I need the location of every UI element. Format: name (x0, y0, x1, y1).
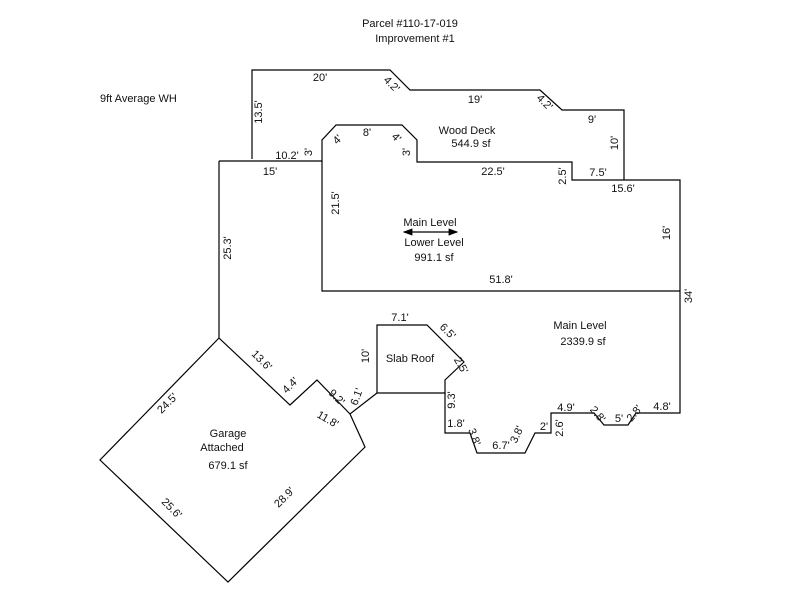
dim-label: 10' (360, 349, 372, 363)
dim-label: 19' (468, 94, 482, 106)
dim-label: 21.5' (330, 191, 342, 215)
dim-label: 51.8' (489, 274, 513, 286)
dim-label: 3.8' (508, 424, 526, 445)
main-level-upper-label: Main Level (403, 217, 456, 229)
lower-level-outline (321, 161, 680, 292)
dim-label: 5' (615, 413, 623, 425)
dim-label: 9' (588, 114, 596, 126)
lower-level-label: Lower Level (404, 237, 463, 249)
dim-label: 4' (389, 131, 403, 145)
deck-notch-outline (252, 124, 624, 181)
dim-label: 16' (661, 226, 673, 240)
dim-label: 3' (401, 148, 413, 156)
dim-label: 2.8' (587, 404, 607, 425)
dim-label: 10.2' (275, 150, 299, 162)
dim-label: 2.8' (625, 403, 645, 424)
dim-label: 25.3' (222, 236, 234, 260)
parcel-title: Parcel #110-17-019 (362, 18, 458, 30)
dim-label: 4.4' (280, 375, 301, 396)
wood-deck-label: Wood Deck (439, 125, 496, 137)
dim-label: 15' (263, 166, 277, 178)
dim-label: 2' (540, 421, 548, 433)
dim-label: 9.2' (326, 387, 347, 408)
dim-label: 20' (313, 72, 327, 84)
dim-label: 1.8' (447, 418, 464, 430)
wood-deck-area: 544.9 sf (451, 138, 491, 150)
dim-label: 7.5' (589, 167, 606, 179)
dim-label: 6.7' (492, 440, 509, 452)
dim-label: 3' (303, 148, 315, 156)
garage-label: Garage (210, 428, 247, 440)
main-level-outline (218, 160, 681, 454)
dim-label: 34' (683, 289, 695, 303)
garage-attached-label: Attached (200, 442, 243, 454)
dim-label: 2.6' (554, 419, 566, 436)
improvement-title: Improvement #1 (375, 33, 454, 45)
wood-deck-outline (251, 69, 625, 180)
dim-label: 3.8' (465, 427, 482, 447)
dim-label: 25.6' (159, 496, 184, 521)
dim-label: 4.8' (653, 401, 670, 413)
dim-label: 8' (363, 127, 371, 139)
dim-label: 9.3' (446, 391, 458, 408)
dim-label: 7.1' (391, 312, 408, 324)
slab-roof-outline (376, 324, 465, 393)
dim-label: 13.5' (253, 100, 265, 124)
dim-label: 22.5' (481, 166, 505, 178)
garage-outline (99, 337, 366, 583)
dim-label: 6.5' (437, 321, 458, 342)
dim-label: 4' (331, 133, 345, 147)
dim-label: 2.5' (451, 355, 470, 376)
wall-height-note: 9ft Average WH (100, 93, 177, 105)
dim-label: 4.2' (534, 92, 555, 113)
dim-label: 15.6' (611, 183, 635, 195)
dim-label: 4.2' (381, 74, 402, 95)
dim-label: 4.9' (557, 402, 574, 414)
dim-label: 2.5' (557, 167, 569, 184)
main-level-label: Main Level (553, 320, 606, 332)
dim-label: 11.8' (315, 409, 341, 431)
dim-label: 28.9' (272, 485, 297, 510)
main-level-area: 2339.9 sf (560, 336, 606, 348)
lower-level-area: 991.1 sf (414, 252, 454, 264)
dim-label: 24.5' (155, 391, 180, 416)
dim-label: 6.1' (349, 387, 366, 407)
dim-label: 10' (609, 136, 621, 150)
slab-roof-label: Slab Roof (386, 353, 435, 365)
garage-area: 679.1 sf (208, 460, 248, 472)
